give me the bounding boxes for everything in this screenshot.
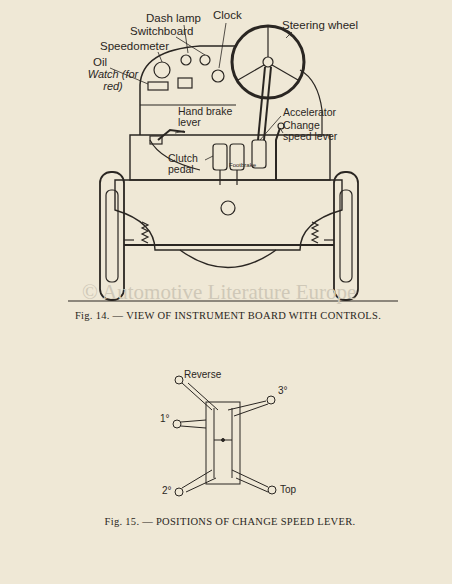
figure-caption: Fig. 14. — VIEW OF INSTRUMENT BOARD WITH…	[70, 309, 386, 323]
clock-dial	[212, 70, 224, 82]
spring	[142, 222, 148, 243]
gear-gate	[173, 376, 276, 496]
part-label: Dash lamp	[146, 12, 201, 24]
gear-label: Reverse	[184, 370, 221, 381]
part-label: Clutch pedal	[168, 153, 208, 175]
part-label: Steering wheel	[282, 19, 358, 31]
gear-label: 3°	[278, 386, 288, 397]
clutch-pedal	[213, 144, 227, 170]
watermark: © Automotive Literature Europe	[82, 281, 356, 303]
part-label: Hand brake lever	[178, 106, 238, 128]
change-speed-lever	[276, 128, 280, 180]
spring	[312, 222, 318, 243]
front-frame	[115, 180, 342, 250]
figure-caption: Fig. 15. — POSITIONS OF CHANGE SPEED LEV…	[60, 515, 400, 529]
steering-wheel	[232, 26, 304, 98]
part-label: Watch (for red)	[84, 69, 142, 92]
part-label: Clock	[213, 9, 242, 21]
gear-label: Top	[280, 485, 296, 496]
part-label: Oil	[93, 56, 107, 68]
part-label: Footbrake	[229, 162, 256, 168]
emblem	[221, 201, 235, 215]
part-label: Speedometer	[100, 40, 169, 52]
speedometer-dial	[154, 62, 170, 78]
gear-label: 2°	[162, 486, 172, 497]
part-label: Switchboard	[130, 25, 193, 37]
gear-label: 1°	[160, 414, 170, 425]
part-label: Change speed lever	[283, 120, 347, 142]
part-label: Accelerator	[283, 107, 336, 118]
